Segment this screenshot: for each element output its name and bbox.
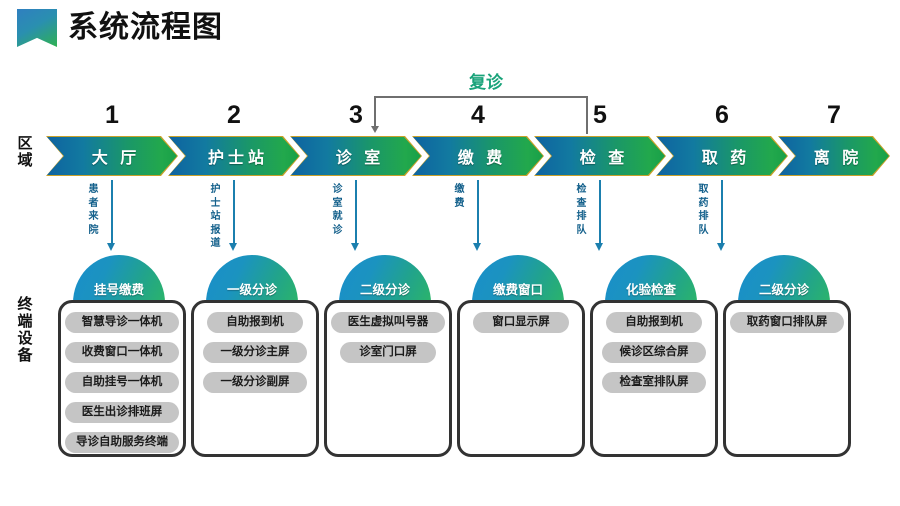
stage-chevron-fill — [291, 137, 421, 175]
stage-down-arrow-head-5 — [594, 243, 603, 251]
terminal-panel-2[interactable]: 自助报到机一级分诊主屏一级分诊副屏 — [191, 300, 319, 457]
followup-label: 复诊 — [469, 73, 503, 92]
stage-down-arrow-line-5 — [599, 180, 601, 244]
stage-note-6: 取药排队 — [698, 184, 709, 236]
stage-chevron-fill — [413, 137, 543, 175]
stage-chevron-label: 诊 室 — [335, 150, 385, 167]
stage-note-2: 护士站报道 — [210, 184, 221, 249]
stage-number-4: 4 — [471, 101, 485, 129]
terminal-item[interactable]: 医生虚拟叫号器 — [331, 312, 445, 333]
stage-chevron-label: 取 药 — [701, 150, 751, 167]
terminal-item[interactable]: 一级分诊副屏 — [203, 372, 307, 393]
stage-chevron-fill — [47, 137, 177, 175]
badge-1[interactable]: 挂号缴费 — [73, 255, 165, 303]
stage-chevron-label: 缴 费 — [457, 150, 507, 167]
badge-label: 一级分诊 — [226, 283, 277, 297]
stage-chevron-label: 大 厅 — [91, 150, 141, 167]
page-title: 系统流程图 — [68, 11, 223, 44]
badge-3[interactable]: 二级分诊 — [339, 255, 431, 303]
badge-6[interactable]: 二级分诊 — [738, 255, 830, 303]
stage-down-arrow-line-6 — [721, 180, 723, 244]
stage-number-5: 5 — [593, 101, 607, 129]
stage-number-6: 6 — [715, 101, 729, 129]
followup-bracket-right — [586, 96, 588, 134]
stage-note-3: 诊室就诊 — [332, 184, 343, 236]
terminal-item[interactable]: 自助报到机 — [207, 312, 303, 333]
badge-label: 挂号缴费 — [93, 283, 144, 297]
stage-down-arrow-head-1 — [106, 243, 115, 251]
badge-2[interactable]: 一级分诊 — [206, 255, 298, 303]
badge-label: 化验检查 — [625, 283, 676, 297]
stage-number-2: 2 — [227, 101, 241, 129]
stage-down-arrow-line-3 — [355, 180, 357, 244]
stage-down-arrow-head-6 — [716, 243, 725, 251]
stage-chevron-6[interactable]: 取 药 — [656, 136, 788, 176]
stage-note-5: 检查排队 — [576, 184, 587, 236]
stage-chevron-fill — [535, 137, 665, 175]
terminal-item[interactable]: 智慧导诊一体机 — [65, 312, 179, 333]
terminal-item[interactable]: 检查室排队屏 — [602, 372, 706, 393]
followup-bracket-top — [374, 96, 587, 98]
stage-note-1: 患者来院 — [88, 184, 99, 236]
stage-down-arrow-head-4 — [472, 243, 481, 251]
stage-down-arrow-head-3 — [350, 243, 359, 251]
terminal-item[interactable]: 一级分诊主屏 — [203, 342, 307, 363]
terminal-item[interactable]: 诊室门口屏 — [340, 342, 436, 363]
badge-4[interactable]: 缴费窗口 — [472, 255, 564, 303]
terminal-item[interactable]: 窗口显示屏 — [473, 312, 569, 333]
stage-down-arrow-head-2 — [228, 243, 237, 251]
axis-label-terminal: 终端设备 — [17, 296, 33, 364]
ribbon-bookmark-icon — [17, 9, 57, 47]
stage-chevron-fill — [657, 137, 787, 175]
stage-number-7: 7 — [827, 101, 841, 129]
stage-down-arrow-line-2 — [233, 180, 235, 244]
stage-chevron-5[interactable]: 检 查 — [534, 136, 666, 176]
stage-note-4: 缴费 — [454, 184, 465, 209]
terminal-panel-1[interactable]: 智慧导诊一体机收费窗口一体机自助挂号一体机医生出诊排班屏导诊自助服务终端 — [58, 300, 186, 457]
stage-number-3: 3 — [349, 101, 363, 129]
stage-number-1: 1 — [105, 101, 119, 129]
terminal-item[interactable]: 取药窗口排队屏 — [730, 312, 844, 333]
stage-chevron-label: 离 院 — [813, 150, 863, 167]
stage-chevron-fill — [169, 137, 299, 175]
terminal-panel-6[interactable]: 取药窗口排队屏 — [723, 300, 851, 457]
stage-chevron-7[interactable]: 离 院 — [778, 136, 890, 176]
terminal-item[interactable]: 自助报到机 — [606, 312, 702, 333]
stage-chevron-2[interactable]: 护士站 — [168, 136, 300, 176]
stage-down-arrow-line-1 — [111, 180, 113, 244]
stage-chevron-3[interactable]: 诊 室 — [290, 136, 422, 176]
terminal-panel-5[interactable]: 自助报到机候诊区综合屏检查室排队屏 — [590, 300, 718, 457]
stage-chevron-1[interactable]: 大 厅 — [46, 136, 178, 176]
followup-arrow-head — [371, 126, 379, 133]
terminal-panel-3[interactable]: 医生虚拟叫号器诊室门口屏 — [324, 300, 452, 457]
terminal-item[interactable]: 医生出诊排班屏 — [65, 402, 179, 423]
stage-chevron-label: 护士站 — [207, 150, 268, 167]
terminal-item[interactable]: 收费窗口一体机 — [65, 342, 179, 363]
badge-label: 二级分诊 — [359, 283, 410, 297]
stage-chevron-4[interactable]: 缴 费 — [412, 136, 544, 176]
badge-label: 二级分诊 — [758, 283, 809, 297]
terminal-item[interactable]: 自助挂号一体机 — [65, 372, 179, 393]
header: 系统流程图 — [0, 0, 900, 60]
followup-bracket-left — [374, 96, 376, 126]
stage-down-arrow-line-4 — [477, 180, 479, 244]
stage-chevron-label: 检 查 — [579, 150, 629, 167]
terminal-panel-4[interactable]: 窗口显示屏 — [457, 300, 585, 457]
badge-5[interactable]: 化验检查 — [605, 255, 697, 303]
stage-chevron-fill — [779, 137, 889, 175]
axis-label-area: 区域 — [17, 135, 33, 169]
terminal-item[interactable]: 导诊自助服务终端 — [65, 432, 179, 453]
terminal-item[interactable]: 候诊区综合屏 — [602, 342, 706, 363]
badge-label: 缴费窗口 — [492, 283, 543, 297]
